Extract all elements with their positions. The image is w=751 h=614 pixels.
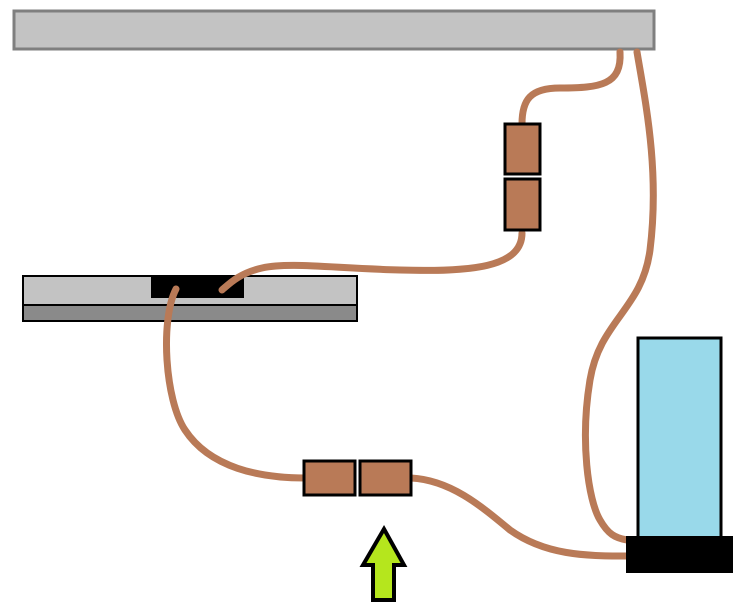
water-tank xyxy=(636,336,723,542)
cable-connector-to-shelf xyxy=(218,229,526,294)
horizontal-connector-left xyxy=(302,459,357,497)
up-arrow-icon xyxy=(359,524,408,602)
cable-top-to-connector xyxy=(518,48,624,128)
tank-base xyxy=(626,536,733,573)
cable-shelf-to-lower-connector xyxy=(163,285,309,482)
cable-top-to-tank xyxy=(581,48,657,544)
vertical-connector-upper xyxy=(503,122,542,176)
cable-lower-connector-to-tank xyxy=(407,474,630,560)
vertical-connector-lower xyxy=(503,177,542,232)
device-shelf-bottom xyxy=(22,304,358,322)
horizontal-connector-right xyxy=(358,459,413,497)
cables xyxy=(163,48,657,560)
top-panel xyxy=(12,9,656,51)
